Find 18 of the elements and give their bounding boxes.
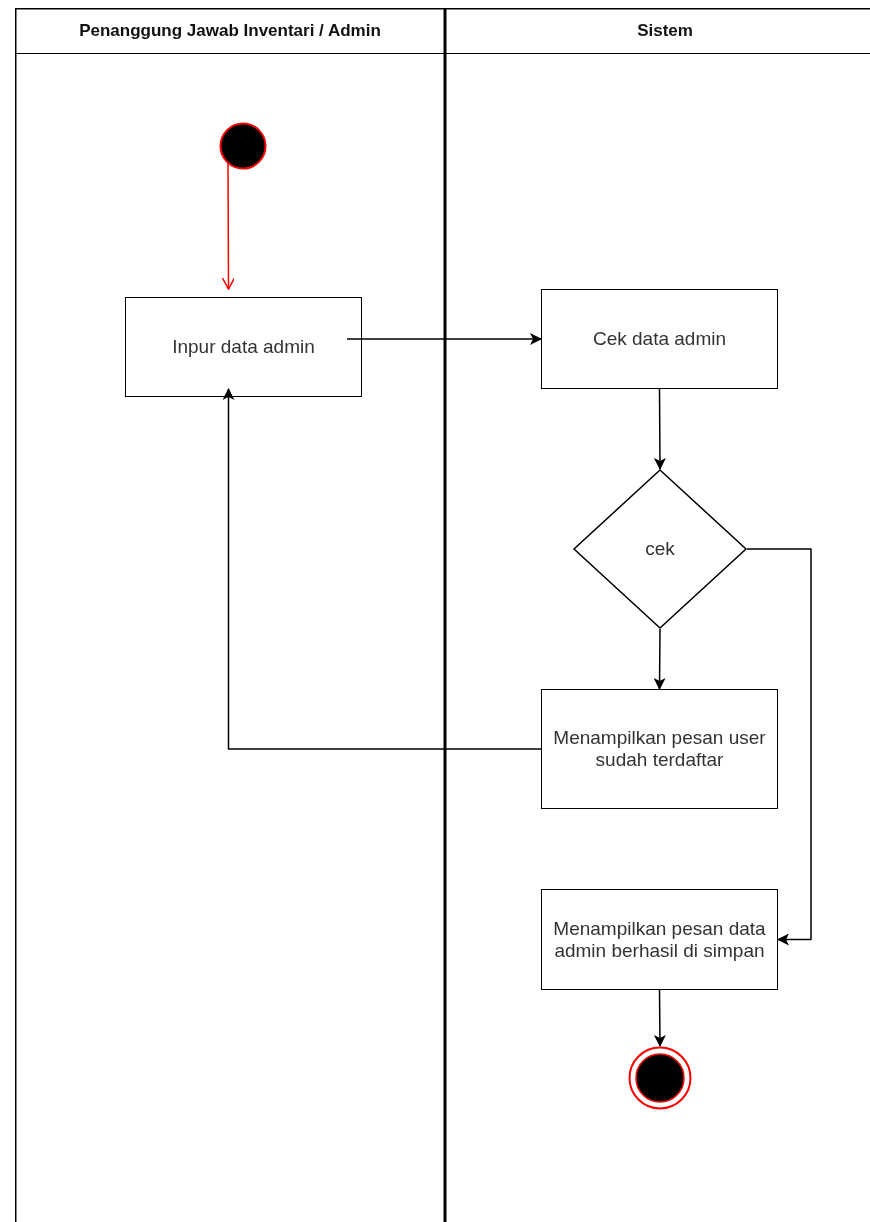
lane-header: Sistem [445, 8, 870, 54]
end-node [628, 1046, 692, 1110]
arrow [653, 989, 666, 1047]
start-node [219, 122, 267, 170]
arrow [653, 388, 666, 470]
swimlane [15, 8, 445, 1222]
lane-header: Penanggung Jawab Inventari / Admin [15, 8, 445, 54]
action-box: Cek data admin [541, 289, 778, 389]
action-box: Menampilkan pesan data admin berhasil di simpan [541, 889, 778, 990]
arrow [346, 333, 542, 345]
arrow [222, 388, 542, 750]
action-box: Inpur data admin [125, 297, 362, 397]
arrow [746, 548, 812, 946]
swimlane [445, 8, 870, 1222]
arrow [653, 628, 666, 690]
decision-diamond: cek [573, 469, 747, 629]
action-box: Menampilkan pesan user sudah terdaftar [541, 689, 778, 809]
arrow [221, 161, 236, 290]
